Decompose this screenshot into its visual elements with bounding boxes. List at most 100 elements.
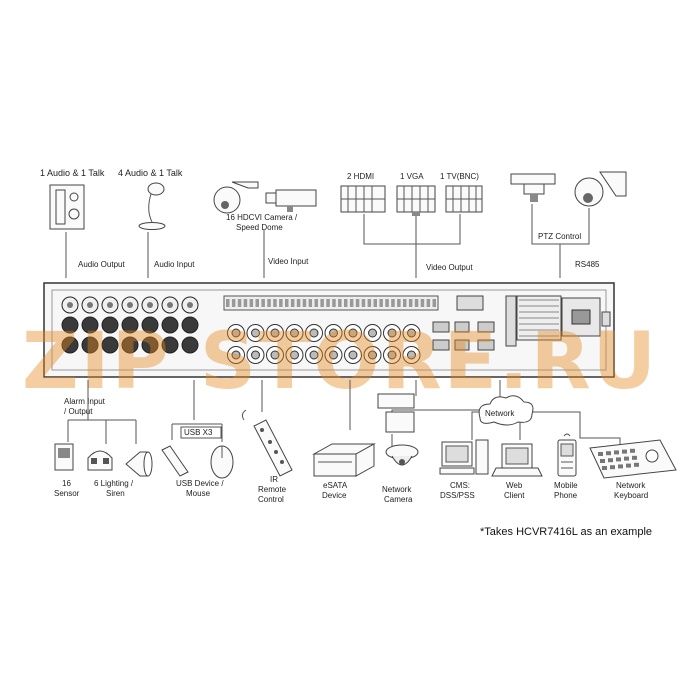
mobile-label-2: Phone: [554, 491, 578, 500]
keyboard-label-2: Keyboard: [614, 491, 648, 500]
keyboard-key: [626, 463, 631, 468]
keyboard-key: [630, 448, 635, 453]
terminal-pin: [385, 299, 389, 307]
audio-connector: [61, 316, 79, 334]
terminal-pin: [361, 299, 366, 307]
keyboard-key: [598, 452, 603, 456]
keyboard-key: [614, 450, 619, 455]
keyboard-key: [610, 465, 615, 470]
keyboard-key: [606, 451, 611, 456]
tv-label: 1 TV(BNC): [440, 172, 479, 181]
mobile-label: Mobile: [554, 481, 578, 490]
ptz-controller-icon: [510, 173, 556, 202]
keyboard-key: [624, 456, 629, 461]
audio-connector: [81, 316, 99, 334]
audio-output-label: Audio Output: [78, 260, 125, 269]
terminal-pin: [320, 299, 324, 307]
cms-computer-icon: [439, 439, 489, 475]
terminal-pin: [326, 299, 330, 307]
speed-dome-label: Speed Dome: [236, 223, 283, 232]
terminal-pin: [243, 299, 248, 307]
web-label-2: Client: [504, 491, 525, 500]
alarm-io-label: Alarm Input: [64, 397, 106, 406]
terminal-pin: [414, 299, 419, 307]
audio-connector: [121, 316, 139, 334]
camera-label: 16 HDCVI Camera /: [226, 213, 298, 222]
terminal-pin: [226, 299, 230, 307]
terminal-pin: [367, 299, 372, 307]
box-camera-icon: [265, 189, 317, 212]
terminal-pin: [379, 299, 383, 307]
mouse-icon: [210, 445, 234, 479]
ir-label: IR: [270, 475, 278, 484]
lighting-label-2: Siren: [106, 489, 125, 498]
keyboard-key: [632, 455, 637, 460]
esata-label-2: Device: [322, 491, 347, 500]
sensor-icon: [54, 443, 74, 471]
keyboard-key: [634, 462, 639, 467]
vga-label: 1 VGA: [400, 172, 424, 181]
terminal-pin: [349, 299, 354, 307]
usb-device-label: USB Device /: [176, 479, 224, 488]
lighting-icon: [87, 450, 113, 471]
terminal-pin: [420, 299, 425, 307]
ptz-control-label: PTZ Control: [538, 232, 581, 241]
terminal-pin: [308, 299, 313, 307]
video-output-label: Video Output: [426, 263, 473, 272]
siren-icon: [125, 451, 153, 477]
ptz-dome-icon: [574, 171, 627, 207]
usb-device-label-2: Mouse: [186, 489, 211, 498]
terminal-pin: [249, 299, 254, 307]
network-cloud-icon: [478, 395, 534, 426]
keyboard-key: [600, 459, 605, 463]
terminal-pin: [296, 299, 301, 307]
audio-connector: [141, 336, 159, 354]
terminal-pin: [338, 299, 342, 307]
footnote: *Takes HCVR7416L as an example: [480, 526, 652, 538]
netcam-label: Network: [382, 485, 412, 494]
esata-label: eSATA: [323, 481, 348, 490]
keyboard-key: [602, 466, 607, 470]
terminal-pin: [314, 299, 318, 307]
usb-x3-label: USB X3: [184, 428, 213, 437]
rs485-label: RS485: [575, 260, 600, 269]
ir-remote-icon: [241, 409, 293, 477]
terminal-pin: [432, 299, 436, 307]
audio-connector: [161, 336, 179, 354]
tv-monitor-icon: [445, 185, 483, 213]
keyboard-key: [608, 458, 613, 463]
terminal-pin: [391, 299, 395, 307]
audio-connector: [161, 316, 179, 334]
audio-connector: [101, 316, 119, 334]
terminal-pin: [408, 299, 413, 307]
terminal-pin: [237, 299, 242, 307]
vga-monitor-icon: [396, 185, 436, 216]
audio-connector: [81, 336, 99, 354]
keyboard-label: Network: [616, 481, 646, 490]
terminal-pin: [267, 299, 271, 307]
terminal-pin: [285, 299, 289, 307]
audio-connector: [181, 336, 199, 354]
alarm-io-label-2: / Output: [64, 407, 93, 416]
usb-stick-icon: [161, 445, 189, 477]
terminal-pin: [231, 299, 236, 307]
esata-device-icon: [312, 443, 376, 477]
laptop-icon: [491, 443, 543, 477]
cms-label-2: DSS/PSS: [440, 491, 475, 500]
lighting-label: 6 Lighting /: [94, 479, 134, 488]
terminal-pin: [279, 299, 283, 307]
cms-label: CMS:: [450, 481, 470, 490]
sensor-label: 16: [62, 479, 71, 488]
hdmi-monitor-icon: [340, 185, 386, 213]
netcam-label-2: Camera: [384, 495, 413, 504]
audio-connector: [61, 336, 79, 354]
audio-talk-4-label: 4 Audio & 1 Talk: [118, 168, 183, 178]
terminal-pin: [261, 299, 265, 307]
terminal-pin: [302, 299, 307, 307]
dvr-rear-panel: [43, 282, 615, 378]
mobile-phone-icon: [557, 433, 577, 477]
network-label: Network: [485, 409, 515, 418]
ir-label-2: Remote: [258, 485, 287, 494]
